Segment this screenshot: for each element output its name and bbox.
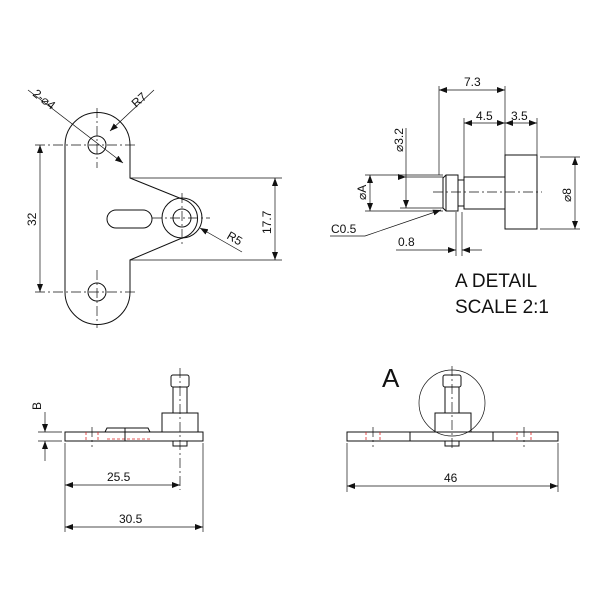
bracket-outline	[64, 112, 198, 325]
width-dim: 46	[444, 471, 458, 485]
detail-a-label: A	[382, 363, 400, 393]
top-view: 2-⌀4 R7 R5 32 17.7	[25, 86, 282, 328]
pin-position-dim: 25.5	[107, 470, 131, 484]
plate-side	[64, 431, 204, 442]
slot	[106, 209, 153, 229]
radius-small-label: R5	[225, 228, 246, 248]
groove-dim: 0.8	[398, 235, 415, 249]
thickness-dim: B	[30, 402, 44, 410]
detail-scale: SCALE 2:1	[455, 297, 549, 318]
front-view: A 46	[346, 363, 559, 492]
radius-large-label: R7	[129, 89, 150, 110]
tab-width-dim: 17.7	[260, 210, 274, 234]
pin-shaft	[463, 176, 506, 210]
pin-base-front	[434, 412, 472, 433]
pin-tip	[442, 174, 459, 212]
side-view: B 25.5 30.5	[30, 368, 204, 532]
dia-a-dim: ⌀A	[355, 185, 369, 200]
chamfer-label: C0.5	[331, 222, 357, 236]
hole-callout: 2-⌀4	[30, 86, 58, 112]
length-dim: 30.5	[119, 512, 143, 526]
pin-diameter-dim: ⌀3.2	[392, 128, 406, 152]
head-length-dim: 3.5	[511, 109, 528, 123]
detail-title: A DETAIL	[455, 271, 537, 292]
plate-front	[346, 431, 559, 442]
hole-spacing-dim: 32	[25, 212, 39, 226]
shaft-length-dim: 4.5	[476, 109, 493, 123]
head-diameter-dim: ⌀8	[560, 188, 574, 202]
total-length-dim: 7.3	[464, 75, 481, 89]
detail-a: 7.3 4.5 3.5 ⌀3.2 ⌀A ⌀8 C0.5 0.8 A DETAIL…	[330, 75, 580, 318]
